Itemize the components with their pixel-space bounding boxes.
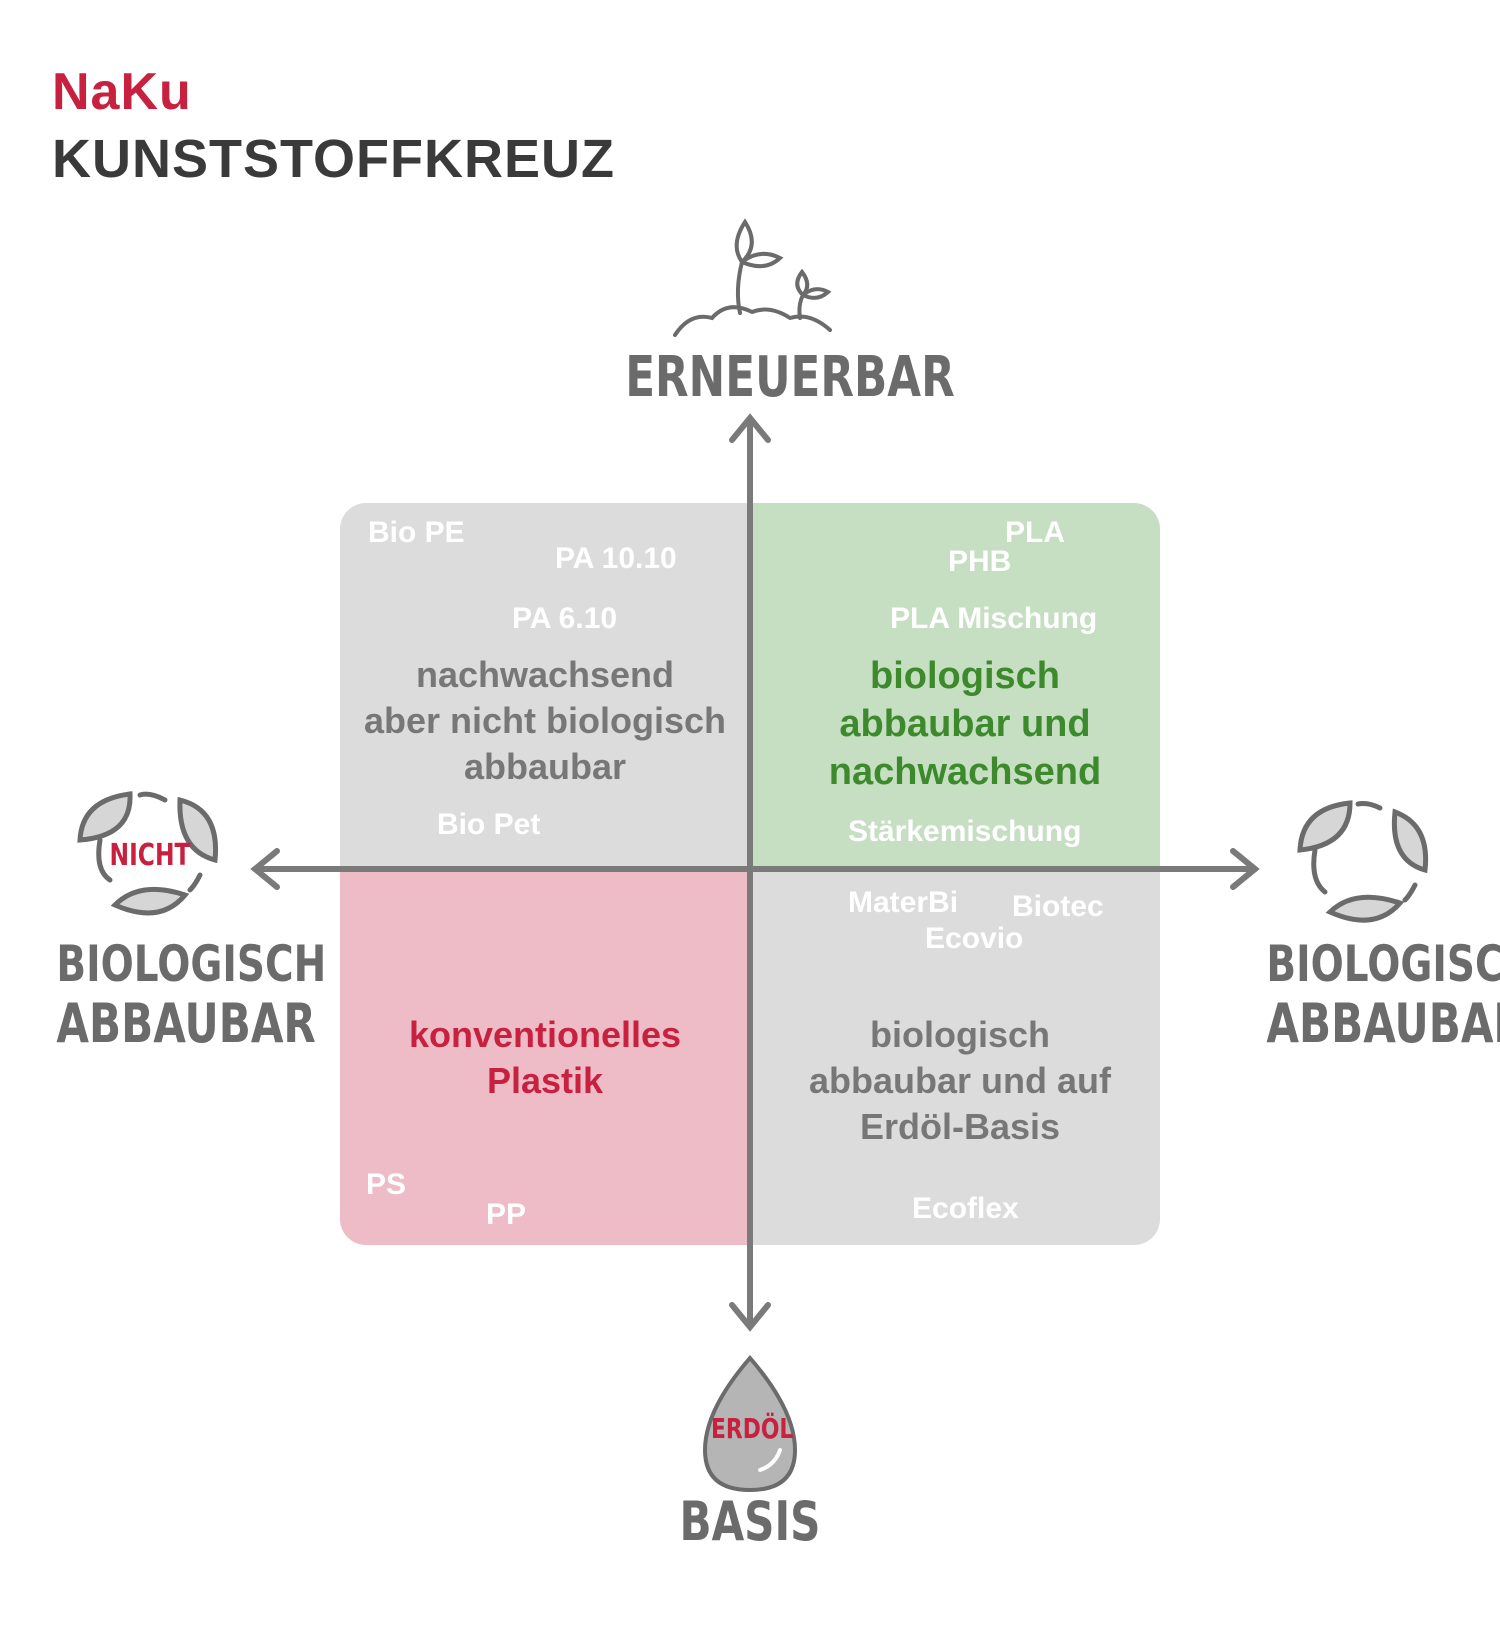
material-pa-10-10: PA 10.10 [555,542,677,575]
material-materbi: MaterBi [848,886,959,919]
material-pla-mischung: PLA Mischung [890,602,1098,635]
quadrant-label-bottom-left: konventionelles Plastik [408,1014,682,1101]
arrow-left-icon [250,848,280,890]
nicht-badge: NICHT [109,838,191,873]
quadrant-label-bottom-right: biologisch abbaubar und auf Erdöl-Basis [808,1014,1111,1147]
material-ecovio: Ecovio [925,922,1024,955]
material-staerkemischung: Stärkemischung [848,815,1082,848]
axis-label-biodegradable-line2: ABBAUBAR [1266,992,1500,1055]
material-pla: PLA [1005,516,1065,549]
material-biotec: Biotec [1012,890,1104,923]
material-pp: PP [486,1198,527,1231]
axis-label-renewable: ERNEUERBAR [625,345,955,410]
material-pa-6-10: PA 6.10 [512,602,618,635]
oil-drop-icon [702,1354,798,1493]
quadrant-conventional-plastic [340,868,750,1245]
page-title: KUNSTSTOFFKREUZ [52,129,615,189]
arrow-down-icon [729,1302,771,1332]
brand-name: NaKu [52,63,192,121]
material-bio-pet: Bio Pet [437,808,541,841]
material-ps: PS [366,1168,407,1201]
erdoel-badge: ERDÖL [711,1412,794,1445]
axis-label-biodegradable-line1: BIOLOGISCH [1266,935,1500,993]
material-ecoflex: Ecoflex [912,1192,1019,1225]
quadrant-renewable-not-biodegradable [340,503,750,868]
quadrant-label-top-right: biologisch abbaubar und nachwachsend [828,655,1102,793]
material-phb: PHB [948,545,1012,578]
material-bio-pe: Bio PE [368,516,465,549]
quadrant-petroleum-biodegradable [750,868,1160,1245]
arrow-right-icon [1230,848,1260,890]
axis-label-basis: BASIS [679,1490,821,1553]
quadrant-label-top-left: nachwachsend aber nicht biologisch abbau… [363,654,727,787]
quadrant-renewable-biodegradable [750,503,1160,868]
arrow-up-icon [729,413,771,443]
leaf-recycle-icon-left [77,791,219,916]
axis-label-not-biodegradable-line2: ABBAUBAR [56,992,316,1055]
sprout-icon [673,218,832,337]
leaf-recycle-icon-right [1297,800,1429,923]
axis-label-not-biodegradable-line1: BIOLOGISCH [56,935,327,993]
